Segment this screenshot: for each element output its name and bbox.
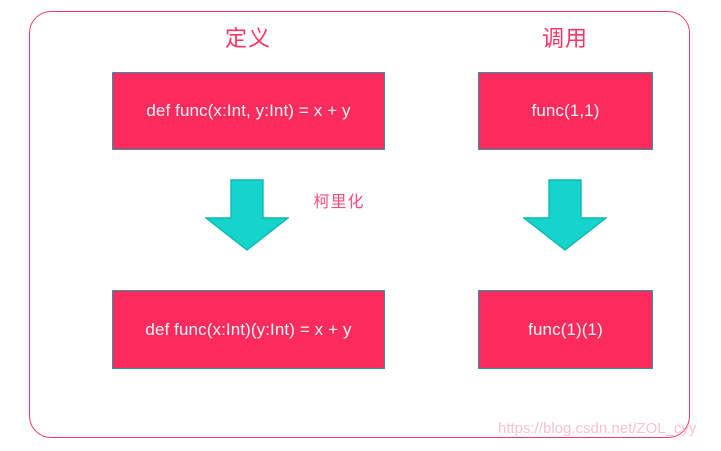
annotation-currying: 柯里化 (313, 192, 365, 211)
code-box-invocation-curried: func(1)(1) (478, 290, 653, 369)
arrow-down-icon-definition (205, 179, 289, 251)
diagram-outer-frame (29, 11, 690, 438)
code-box-definition-curried: def func(x:Int)(y:Int) = x + y (112, 290, 385, 369)
column-heading-definition: 定义 (224, 27, 271, 52)
arrow-down-icon-invocation (523, 179, 607, 251)
code-box-invocation-uncurried: func(1,1) (478, 72, 653, 150)
column-heading-invocation: 调用 (541, 27, 588, 52)
code-box-definition-uncurried: def func(x:Int, y:Int) = x + y (112, 72, 385, 150)
watermark-url: https://blog.csdn.net/ZOL_cyy (498, 420, 697, 437)
